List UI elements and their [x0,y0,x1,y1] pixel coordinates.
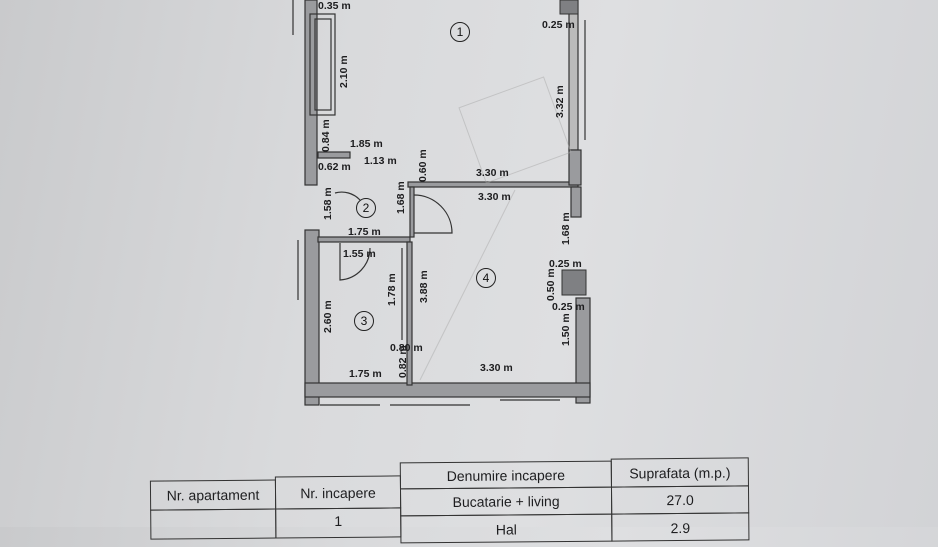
dimension-label: 0.25 m [542,19,575,31]
dimension-label: 1.55 m [343,248,376,260]
table-cell-room-name: Bucatarie + living [399,486,613,517]
dimension-label: 3.30 m [478,191,511,203]
dimension-label: 1.85 m [350,138,383,150]
header-nr-apartament: Nr. apartament [149,479,277,511]
dimension-label: 3.30 m [480,362,513,374]
dimension-label: 0.62 m [318,161,351,173]
dimension-label: 3.30 m [476,167,509,179]
table-cell-apartament [150,508,277,540]
header-suprafata: Suprafata (m.p.) [610,457,749,488]
dimension-label: 0.80 m [390,342,423,354]
header-nr-incapere: Nr. incapere [274,475,402,510]
room-number-1: 1 [450,22,470,42]
room-number-4: 4 [476,268,496,288]
table-cell-room-name: Hal [400,513,613,544]
header-denumire-incapere: Denumire incapere [399,460,612,490]
dimension-label: 0.35 m [318,0,351,12]
dimension-label: 0.25 m [549,258,582,270]
dimension-label: 1.75 m [348,226,381,238]
table-cell-area: 27.0 [610,485,750,515]
dimension-label: 0.25 m [552,301,585,313]
dimension-label: 1.13 m [364,155,397,167]
room-number-3: 3 [354,311,374,331]
table-cell-room-number: 1 [275,507,402,539]
dimension-label: 1.75 m [349,368,382,380]
room-area-table: Nr. apartament Nr. incapere Denumire inc… [149,457,750,544]
floor-plan-walls [292,0,591,406]
room-number-2: 2 [356,198,376,218]
